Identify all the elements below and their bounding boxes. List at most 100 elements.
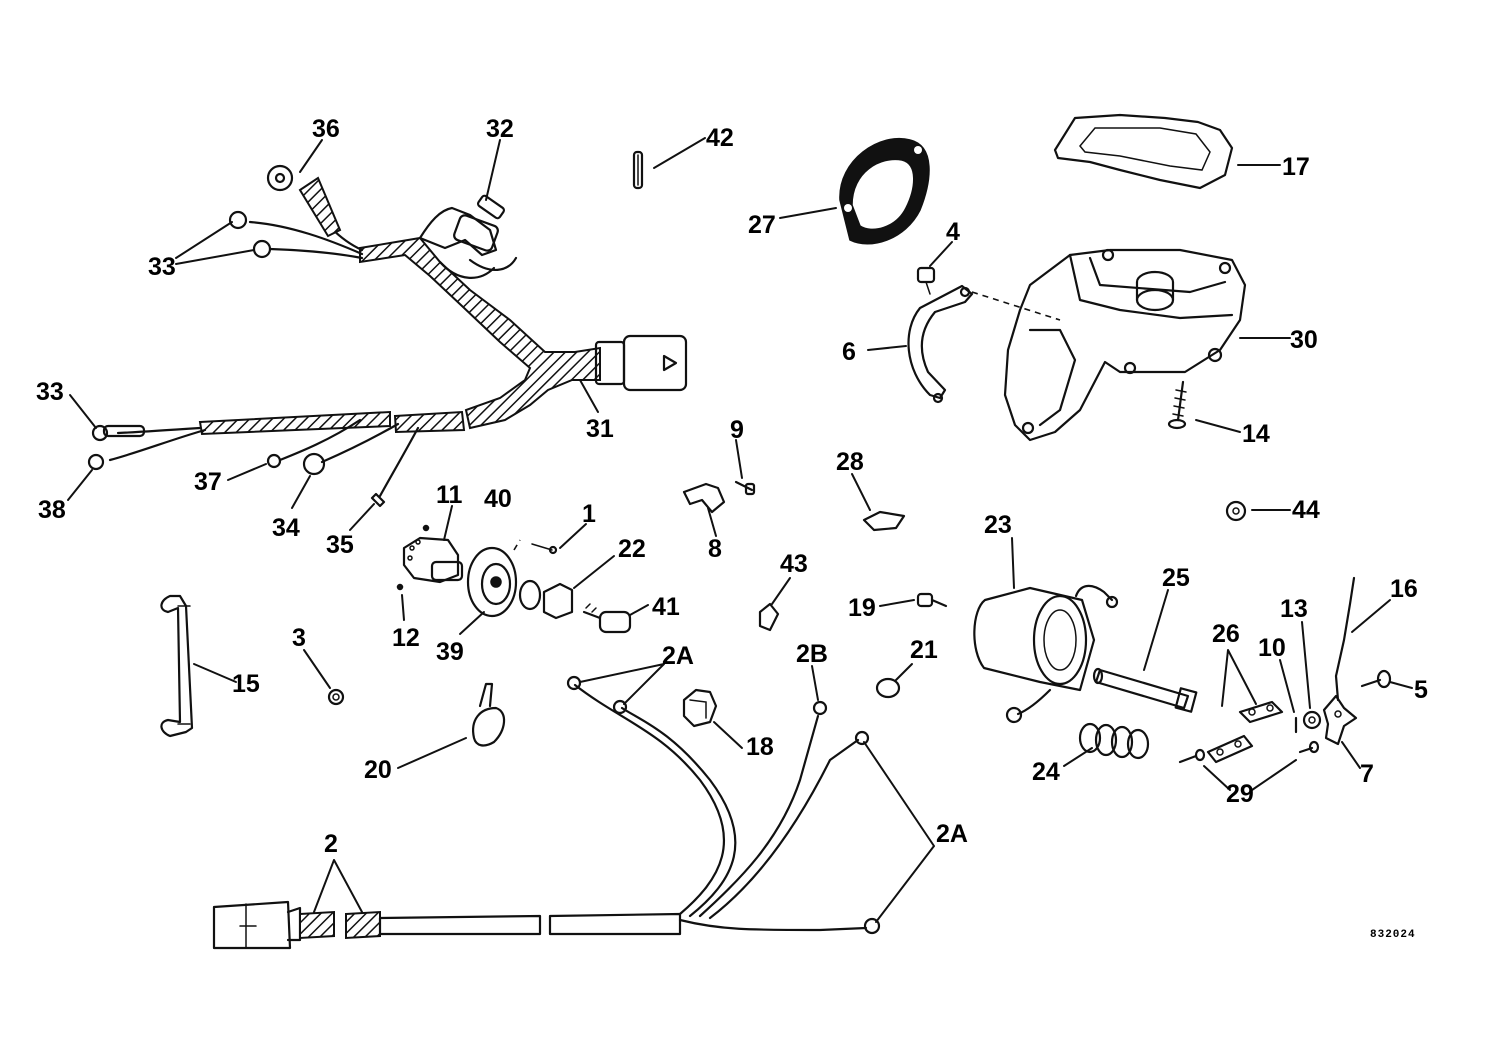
callout-13: 13	[1280, 595, 1308, 623]
ring-terminal-34	[302, 452, 326, 476]
callout-6: 6	[842, 338, 856, 366]
callout-42: 42	[706, 124, 734, 152]
callout-8: 8	[708, 535, 722, 563]
bezel-39	[466, 539, 521, 618]
ring-terminal-33-lower	[91, 424, 109, 442]
callout-2b: 2B	[796, 640, 828, 668]
callout-33-upper: 33	[148, 253, 176, 281]
lower-wiring-harness	[212, 675, 881, 950]
callout-12: 12	[392, 624, 420, 652]
boot-22	[542, 582, 574, 620]
stud-5	[1360, 669, 1392, 689]
nut-44	[1225, 500, 1247, 522]
ring-terminal-33-upper-a	[228, 210, 248, 230]
ring-terminal-2a-upper-a	[566, 675, 582, 691]
callout-38: 38	[38, 496, 66, 524]
callout-41: 41	[652, 593, 680, 621]
callout-9: 9	[730, 416, 744, 444]
callout-36: 36	[312, 115, 340, 143]
screw-4	[916, 266, 936, 295]
callout-44: 44	[1292, 496, 1320, 524]
leader-lines	[67, 137, 1413, 923]
terminal-43	[758, 602, 780, 632]
link-15	[160, 594, 194, 738]
washer-13	[1302, 710, 1322, 730]
assembly-line-4-30	[971, 291, 1061, 321]
callout-24: 24	[1032, 758, 1060, 786]
callout-4: 4	[946, 218, 960, 246]
ring-terminal-36	[266, 164, 294, 192]
ring-terminal-2a-lower	[863, 917, 881, 935]
lever-7	[1322, 694, 1358, 746]
callout-30: 30	[1290, 326, 1318, 354]
key-41	[582, 603, 632, 634]
ring-terminal-2a-upper-b	[612, 699, 628, 715]
solenoid-23	[973, 584, 1119, 724]
callout-20: 20	[364, 756, 392, 784]
ring-terminal-33-upper-b	[252, 239, 272, 259]
callout-labels: 36 32 33 33 38 37 34 35 31 42 27 17 4 6 …	[36, 115, 1428, 858]
gasket-17	[1053, 113, 1234, 190]
fuse-holder	[453, 214, 499, 252]
callout-15: 15	[232, 670, 260, 698]
clip-28	[862, 510, 906, 532]
grommet-42	[632, 150, 644, 190]
spring-24	[1078, 722, 1150, 760]
ring-terminal-37	[266, 453, 282, 469]
screw-14	[1167, 380, 1187, 430]
main-wiring-harness	[87, 164, 688, 508]
callout-2: 2	[324, 830, 338, 858]
callout-32: 32	[486, 115, 514, 143]
ring-terminal-38	[87, 453, 105, 471]
cap-21	[875, 677, 901, 699]
callout-16: 16	[1390, 575, 1418, 603]
callout-23: 23	[984, 511, 1012, 539]
callout-39: 39	[436, 638, 464, 666]
callout-29: 29	[1226, 780, 1254, 808]
bracket-housing-30	[1003, 248, 1247, 442]
callout-33-lower: 33	[36, 378, 64, 406]
callout-40: 40	[484, 485, 512, 513]
housing-boss	[1135, 288, 1175, 312]
strap-20	[472, 682, 506, 747]
rod-16	[1334, 576, 1356, 702]
link-plates-26	[1206, 700, 1284, 764]
callout-28: 28	[836, 448, 864, 476]
callout-11: 11	[436, 481, 463, 509]
callout-1: 1	[582, 500, 596, 528]
callout-18: 18	[746, 733, 774, 761]
callout-35: 35	[326, 531, 354, 559]
callout-10: 10	[1258, 634, 1286, 662]
callout-5: 5	[1414, 676, 1428, 704]
callout-2a-upper: 2A	[662, 642, 694, 670]
screw-1	[531, 543, 558, 555]
harness-connector-plug	[622, 334, 688, 392]
plunger-25	[1092, 667, 1198, 713]
washer-12	[396, 583, 404, 591]
callout-17: 17	[1282, 153, 1310, 181]
callout-43: 43	[780, 550, 808, 578]
retaining-ring	[518, 579, 542, 611]
screw-19	[916, 592, 948, 608]
ignition-switch-40	[402, 536, 464, 584]
callout-37: 37	[194, 468, 222, 496]
pins-29	[1178, 740, 1320, 764]
callout-3: 3	[292, 624, 306, 652]
fuse	[476, 194, 506, 220]
gasket-27	[839, 137, 930, 245]
clip-8	[682, 482, 726, 514]
callout-19: 19	[848, 594, 876, 622]
callout-25: 25	[1162, 564, 1190, 592]
ring-terminal-2b	[812, 700, 828, 716]
screw-9	[734, 480, 756, 496]
callout-21: 21	[910, 636, 938, 664]
callout-22: 22	[618, 535, 646, 563]
callout-34: 34	[272, 514, 300, 542]
clamp-6	[907, 284, 974, 404]
callout-7: 7	[1360, 760, 1374, 788]
callout-31: 31	[586, 415, 614, 443]
bullet-terminal-35	[370, 492, 386, 508]
washer-11	[422, 524, 430, 532]
figure-number: 832024	[1370, 929, 1416, 941]
